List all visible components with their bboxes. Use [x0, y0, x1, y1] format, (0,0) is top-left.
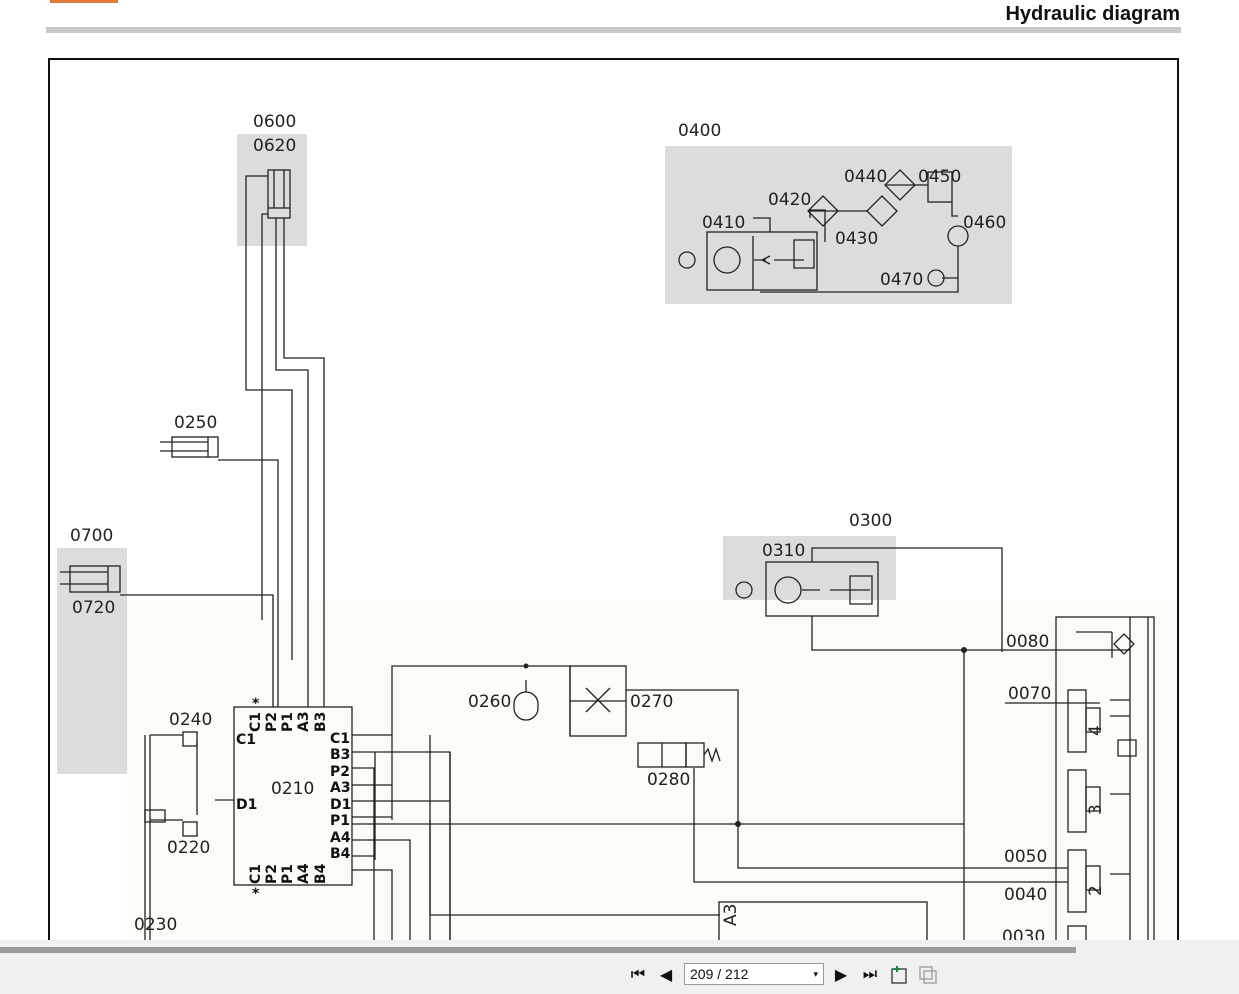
page-title: Hydraulic diagram — [1005, 3, 1180, 25]
port-right-c1: C1 — [330, 731, 350, 747]
cylinder-0720 — [60, 565, 121, 593]
label-0430: 0430 — [835, 229, 878, 249]
label-0050: 0050 — [1004, 847, 1047, 867]
valve-0270 — [569, 665, 964, 869]
port-top-c1: C1 — [248, 712, 264, 732]
junction — [735, 821, 741, 827]
label-0270: 0270 — [630, 692, 673, 712]
port-right-d1: D1 — [330, 797, 351, 813]
page-select[interactable]: 209 / 212 ▾ — [684, 963, 824, 985]
line-0620-b — [275, 218, 309, 707]
port-top-b3: B3 — [313, 712, 329, 732]
star-mark-bottom: * — [252, 886, 260, 902]
label-section-4: 4 — [1086, 725, 1106, 736]
a3-box — [718, 901, 928, 942]
port-top-p1: P1 — [280, 712, 296, 732]
cylinder-0250 — [160, 436, 219, 458]
port-top-a3: A3 — [296, 711, 312, 732]
label-0250: 0250 — [174, 413, 217, 433]
label-0440: 0440 — [844, 167, 887, 187]
pump-group-0400 — [678, 169, 969, 293]
label-0600: 0600 — [253, 112, 296, 132]
label-0450: 0450 — [918, 167, 961, 187]
port-right-p2: P2 — [330, 764, 350, 780]
label-0030: 0030 — [1002, 927, 1045, 942]
port-left-d1: D1 — [236, 797, 257, 813]
label-0240: 0240 — [169, 710, 212, 730]
cylinder-0620 — [267, 169, 291, 219]
label-0070: 0070 — [1008, 684, 1051, 704]
label-0220: 0220 — [167, 838, 210, 858]
bookmark-add-icon[interactable] — [889, 964, 911, 986]
label-0420: 0420 — [768, 190, 811, 210]
control-block-0210 — [233, 706, 353, 886]
label-0310: 0310 — [762, 541, 805, 561]
accumulator-0260 — [513, 663, 539, 721]
port-top-p2: P2 — [264, 712, 280, 732]
junction — [961, 647, 967, 653]
label-0460: 0460 — [963, 213, 1006, 233]
label-0040: 0040 — [1004, 885, 1047, 905]
port-right-a3: A3 — [330, 780, 351, 796]
group-0700-bg — [57, 548, 127, 774]
label-0700: 0700 — [70, 526, 113, 546]
port-right-a4: A4 — [330, 830, 351, 846]
valve-bank — [964, 616, 1155, 942]
label-section-2: 2 — [1086, 885, 1106, 896]
label-0230: 0230 — [134, 915, 177, 935]
label-0410: 0410 — [702, 213, 745, 233]
toolbar-rule — [0, 947, 1076, 953]
port-bottom-p1: P1 — [280, 864, 296, 884]
label-0280: 0280 — [647, 770, 690, 790]
label-0260: 0260 — [468, 692, 511, 712]
check-valves-0240-0220 — [144, 731, 234, 942]
label-0300: 0300 — [849, 511, 892, 531]
port-right-b4: B4 — [330, 846, 351, 862]
star-mark-top: * — [252, 696, 260, 712]
last-page-button[interactable]: ⏭ — [862, 966, 878, 983]
port-bottom-b4: B4 — [313, 863, 329, 884]
port-right-p1: P1 — [330, 813, 350, 829]
title-rule — [46, 27, 1181, 33]
block-lines-v — [374, 735, 451, 942]
line-0620-a — [245, 175, 293, 660]
hydraulic-diagram: 0600 0620 0400 0410 0420 0430 0440 0450 … — [48, 58, 1179, 942]
label-0470: 0470 — [880, 270, 923, 290]
pump-group-0300 — [735, 547, 1005, 652]
label-0210: 0210 — [271, 779, 314, 799]
first-page-button[interactable]: ⏮ — [630, 966, 646, 983]
label-0720: 0720 — [72, 598, 115, 618]
port-bottom-c1: C1 — [248, 864, 264, 884]
prev-page-button[interactable]: ◀ — [659, 967, 673, 984]
group-0600-bg — [237, 134, 307, 246]
port-bottom-p2: P2 — [264, 864, 280, 884]
page-top-tab — [50, 0, 118, 3]
next-page-button[interactable]: ▶ — [834, 967, 848, 984]
page-indicator: 209 / 212 — [690, 966, 749, 982]
main-bus — [738, 650, 965, 942]
line-0720 — [120, 594, 274, 707]
port-left-c1: C1 — [236, 732, 256, 748]
label-0400: 0400 — [678, 121, 721, 141]
valve-0280 — [637, 742, 964, 883]
hydraulic-diagram-svg: 0600 0620 0400 0410 0420 0430 0440 0450 … — [57, 112, 1177, 942]
copy-pages-icon[interactable] — [917, 964, 939, 986]
port-bottom-a4: A4 — [296, 863, 312, 884]
label-0080: 0080 — [1006, 632, 1049, 652]
label-section-3: 3 — [1086, 804, 1106, 815]
line-0250 — [218, 459, 279, 707]
port-right-b3: B3 — [330, 747, 350, 763]
viewer-toolbar: ⏮ ◀ 209 / 212 ▾ ▶ ⏭ — [0, 940, 1239, 994]
label-a3-box: A3 — [721, 904, 741, 926]
chevron-down-icon: ▾ — [813, 969, 818, 979]
label-0620: 0620 — [253, 136, 296, 156]
line-0620-c — [283, 218, 325, 707]
